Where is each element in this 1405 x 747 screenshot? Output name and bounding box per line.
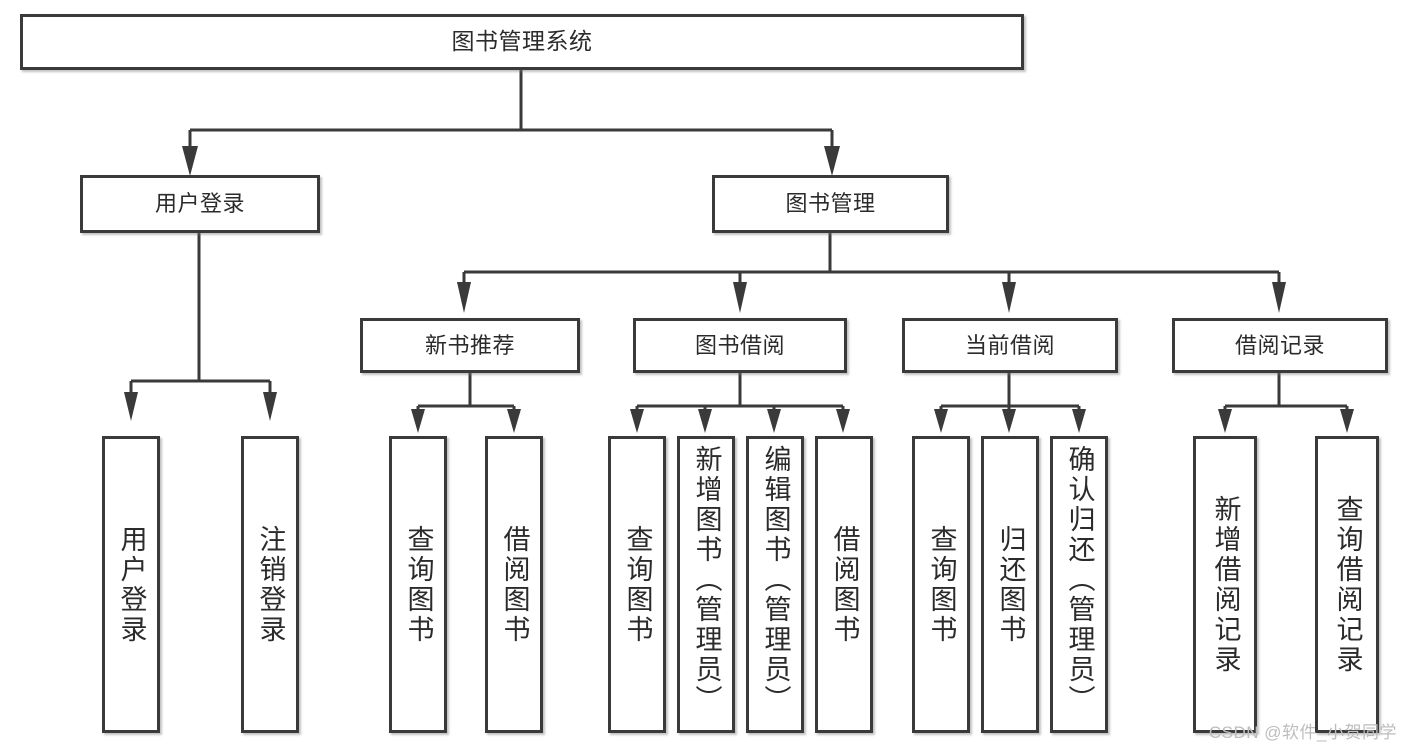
node-label: 确认归还（管理员） bbox=[1064, 445, 1095, 715]
node-label: 注销登录 bbox=[255, 524, 286, 645]
node-user-login[interactable]: 用户登录 bbox=[80, 175, 320, 233]
node-label: 用户登录 bbox=[116, 524, 147, 645]
node-leaf-add-borrow-record[interactable]: 新增借阅记录 bbox=[1193, 436, 1257, 733]
node-label: 新增图书（管理员） bbox=[691, 445, 722, 715]
node-book-management[interactable]: 图书管理 bbox=[712, 175, 949, 233]
node-current-borrow[interactable]: 当前借阅 bbox=[902, 318, 1118, 373]
node-new-book-recommend[interactable]: 新书推荐 bbox=[360, 318, 580, 373]
node-leaf-edit-book-admin[interactable]: 编辑图书（管理员） bbox=[746, 436, 804, 733]
edge-currentborrow-to-children bbox=[934, 373, 1086, 433]
node-borrow-record[interactable]: 借阅记录 bbox=[1172, 318, 1388, 373]
edge-userlogin-to-children bbox=[124, 233, 277, 421]
node-label: 当前借阅 bbox=[964, 332, 1055, 358]
node-book-borrow[interactable]: 图书借阅 bbox=[633, 318, 847, 373]
edge-root-to-level1 bbox=[182, 70, 840, 176]
node-label: 借阅记录 bbox=[1234, 332, 1325, 358]
node-label: 图书借阅 bbox=[694, 332, 785, 358]
node-leaf-borrow-book[interactable]: 借阅图书 bbox=[815, 436, 873, 733]
node-label: 新增借阅记录 bbox=[1210, 494, 1241, 675]
node-leaf-borrow-query-book[interactable]: 查询图书 bbox=[608, 436, 666, 733]
node-label: 图书管理 bbox=[785, 191, 876, 217]
node-label: 图书管理系统 bbox=[451, 28, 593, 55]
node-leaf-user-login[interactable]: 用户登录 bbox=[102, 436, 160, 733]
edge-bookmgmt-to-children bbox=[457, 233, 1286, 313]
node-leaf-rec-borrow-book[interactable]: 借阅图书 bbox=[485, 436, 543, 733]
edge-newbookrec-to-children bbox=[411, 373, 521, 433]
node-label: 新书推荐 bbox=[424, 332, 515, 358]
node-label: 归还图书 bbox=[995, 524, 1026, 645]
node-label: 借阅图书 bbox=[499, 524, 530, 645]
edge-borrowrecord-to-children bbox=[1218, 373, 1354, 433]
node-label: 查询图书 bbox=[622, 524, 653, 645]
node-leaf-return-book[interactable]: 归还图书 bbox=[981, 436, 1039, 733]
node-leaf-logout[interactable]: 注销登录 bbox=[241, 436, 299, 733]
node-leaf-rec-query-book[interactable]: 查询图书 bbox=[389, 436, 447, 733]
node-leaf-current-query-book[interactable]: 查询图书 bbox=[912, 436, 970, 733]
node-label: 借阅图书 bbox=[829, 524, 860, 645]
node-leaf-confirm-return-admin[interactable]: 确认归还（管理员） bbox=[1050, 436, 1108, 733]
edge-bookborrow-to-children bbox=[630, 373, 850, 433]
node-label: 编辑图书（管理员） bbox=[760, 445, 791, 715]
node-label: 查询图书 bbox=[926, 524, 957, 645]
node-label: 查询借阅记录 bbox=[1332, 494, 1363, 675]
node-label: 用户登录 bbox=[154, 191, 245, 217]
node-label: 查询图书 bbox=[403, 524, 434, 645]
node-leaf-query-borrow-record[interactable]: 查询借阅记录 bbox=[1315, 436, 1379, 733]
node-leaf-add-book-admin[interactable]: 新增图书（管理员） bbox=[677, 436, 735, 733]
node-root-book-management-system[interactable]: 图书管理系统 bbox=[20, 14, 1024, 70]
